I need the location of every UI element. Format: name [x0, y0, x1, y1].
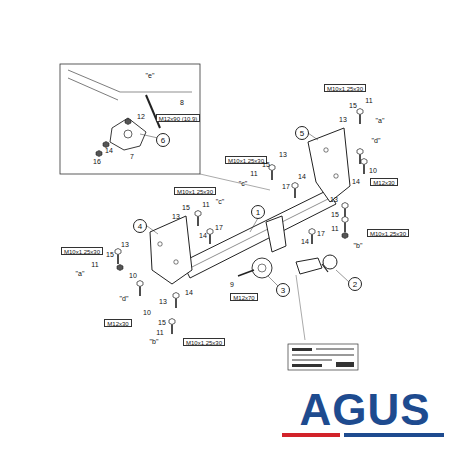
callout-number: 13	[279, 151, 287, 159]
callout-number: 11	[365, 97, 372, 105]
node-text: M10x1,25x30	[186, 340, 222, 346]
callout-number: 12	[137, 113, 145, 121]
node-text: M10x1,25x30	[64, 249, 100, 255]
node-text: M12x30	[373, 180, 394, 186]
callout-number: 10	[129, 272, 137, 280]
callout-number: 13	[159, 298, 167, 306]
brand-logo: AGUS	[299, 386, 430, 434]
node-text: M10x1,25x30	[370, 231, 406, 237]
spec-box: M12x70	[230, 293, 257, 301]
node-text: 5	[300, 129, 304, 138]
callout-circle: 2	[348, 277, 362, 291]
node-text: 4	[138, 222, 142, 231]
callout-circle: 6	[156, 133, 170, 147]
callout-number: 16	[93, 158, 101, 166]
callout-number: 11	[202, 201, 209, 209]
callout-number: 13	[330, 196, 338, 204]
callout-number: "d"	[120, 295, 129, 303]
node-text: 1	[256, 208, 260, 217]
callout-number: "c"	[239, 180, 247, 188]
callout-circle: 3	[276, 283, 290, 297]
callout-number: 17	[282, 183, 290, 191]
callout-number: 13	[339, 116, 347, 124]
callout-number: 14	[301, 238, 309, 246]
callout-number: 11	[91, 261, 98, 269]
callout-number: 13	[172, 213, 180, 221]
spec-box: M12x90 (10.9)	[156, 114, 201, 122]
callout-number: 9	[230, 281, 234, 289]
node-text: M10x1,25x30	[327, 86, 363, 92]
callout-number: "a"	[376, 117, 385, 125]
node-text: M10x1,25x30	[177, 189, 213, 195]
node-text: 3	[281, 286, 285, 295]
callout-number: 14	[105, 147, 113, 155]
callout-number: "a"	[76, 270, 85, 278]
callout-circle: 4	[133, 219, 147, 233]
callout-number: "e"	[146, 72, 155, 80]
callout-number: 11	[250, 170, 257, 178]
callout-number: 15	[158, 319, 166, 327]
callout-circle: 5	[295, 126, 309, 140]
callout-number: 15	[331, 211, 339, 219]
callout-number: 14	[352, 178, 360, 186]
spec-box: M12x30	[370, 178, 397, 186]
callout-number: 13	[121, 241, 129, 249]
node-text: M12x30	[107, 321, 128, 327]
callout-number: 14	[298, 173, 306, 181]
spec-box: M10x1,25x30	[324, 84, 366, 92]
callout-number: "b"	[150, 338, 159, 346]
callout-number: 15	[262, 161, 270, 169]
callout-number: "c"	[216, 198, 224, 206]
callout-circle: 1	[251, 205, 265, 219]
node-text: 6	[161, 136, 165, 145]
spec-box: M10x1,25x30	[183, 338, 225, 346]
callout-number: 11	[331, 225, 338, 233]
node-text: M12x70	[233, 295, 254, 301]
callout-number: 15	[182, 204, 190, 212]
callout-number: 14	[185, 289, 193, 297]
node-text: M10x1,25x30	[228, 158, 264, 164]
callout-number: 17	[317, 230, 325, 238]
callout-number: 7	[130, 153, 134, 161]
node-text: M12x90 (10.9)	[159, 116, 198, 122]
spec-box: M10x1,25x30	[174, 187, 216, 195]
callout-number: 11	[156, 329, 163, 337]
spec-box: M10x1,25x30	[225, 156, 267, 164]
callout-number: 14	[199, 232, 207, 240]
callout-number: 15	[349, 102, 357, 110]
spec-box: M10x1,25x30	[367, 229, 409, 237]
spec-box: M12x30	[104, 319, 131, 327]
callout-number: 10	[143, 309, 151, 317]
callout-number: 8	[180, 99, 184, 107]
callout-number: "b"	[354, 242, 363, 250]
callout-number: 10	[369, 167, 377, 175]
callout-number: "d"	[372, 137, 381, 145]
callout-number: 17	[215, 224, 223, 232]
callout-number: 15	[106, 251, 114, 259]
node-text: 2	[353, 280, 357, 289]
spec-box: M10x1,25x30	[61, 247, 103, 255]
